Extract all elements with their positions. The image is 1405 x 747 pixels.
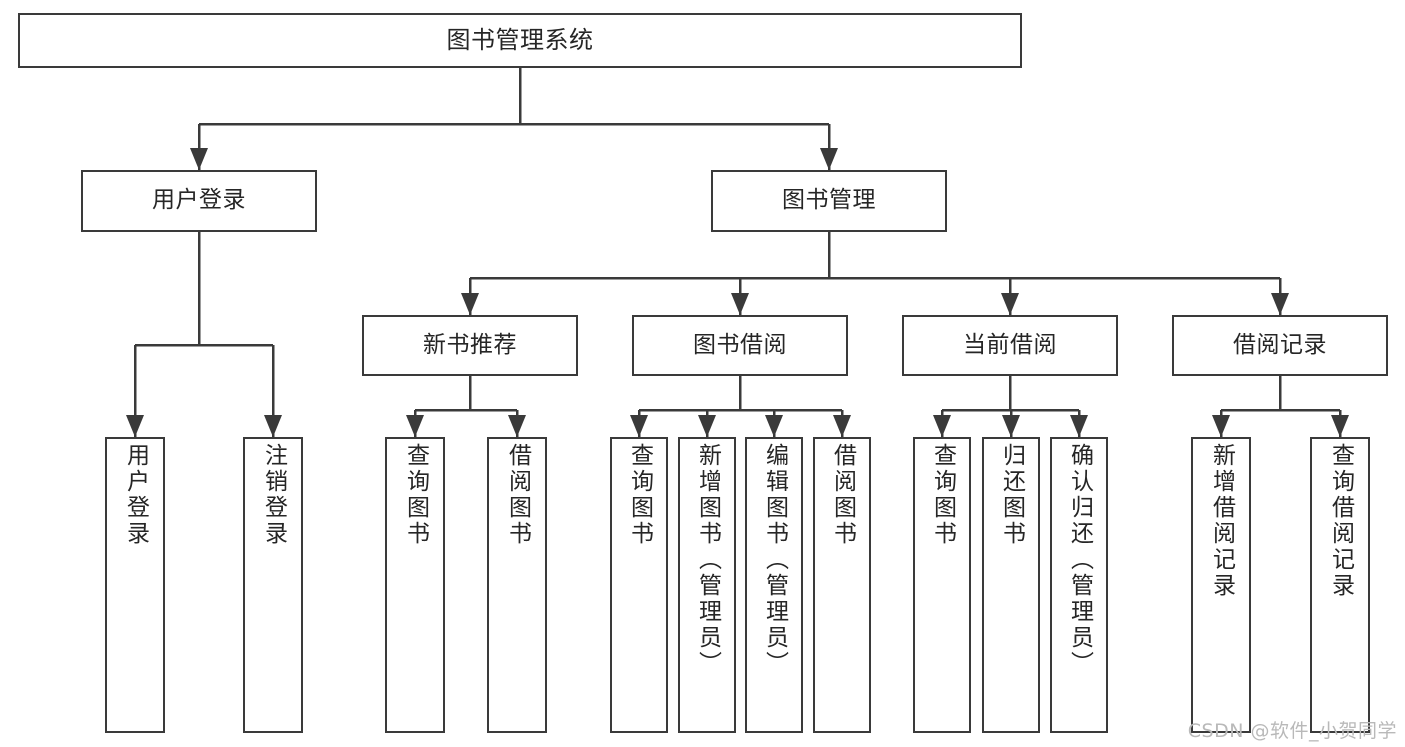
node-borrow[interactable]: 图书借阅 bbox=[632, 315, 848, 376]
node-label: 查询图书 bbox=[402, 443, 429, 547]
node-label: 确认归还（管理员） bbox=[1066, 443, 1093, 677]
node-label: 图书借阅 bbox=[693, 331, 787, 358]
node-login[interactable]: 用户登录 bbox=[81, 170, 317, 232]
node-leaf-newbook-1[interactable]: 查询图书 bbox=[385, 437, 445, 733]
node-label: 注销登录 bbox=[260, 443, 287, 547]
node-records[interactable]: 借阅记录 bbox=[1172, 315, 1388, 376]
node-label: 图书管理系统 bbox=[446, 26, 594, 55]
node-leaf-borrow-4[interactable]: 借阅图书 bbox=[813, 437, 871, 733]
node-leaf-records-1[interactable]: 新增借阅记录 bbox=[1191, 437, 1251, 733]
node-label: 借阅记录 bbox=[1233, 331, 1327, 358]
node-leaf-records-2[interactable]: 查询借阅记录 bbox=[1310, 437, 1370, 733]
node-label: 用户登录 bbox=[122, 443, 149, 547]
node-label: 借阅图书 bbox=[829, 443, 856, 547]
node-label: 查询图书 bbox=[929, 443, 956, 547]
node-current[interactable]: 当前借阅 bbox=[902, 315, 1118, 376]
node-leaf-borrow-1[interactable]: 查询图书 bbox=[610, 437, 668, 733]
node-leaf-login-1[interactable]: 用户登录 bbox=[105, 437, 165, 733]
node-label: 新书推荐 bbox=[423, 331, 517, 358]
node-leaf-borrow-3[interactable]: 编辑图书（管理员） bbox=[745, 437, 803, 733]
node-label: 新增图书（管理员） bbox=[694, 443, 721, 677]
node-label: 用户登录 bbox=[152, 187, 246, 214]
node-root[interactable]: 图书管理系统 bbox=[18, 13, 1022, 68]
node-label: 当前借阅 bbox=[963, 331, 1057, 358]
node-label: 归还图书 bbox=[998, 443, 1025, 547]
node-leaf-current-3[interactable]: 确认归还（管理员） bbox=[1050, 437, 1108, 733]
node-label: 编辑图书（管理员） bbox=[761, 443, 788, 677]
node-label: 图书管理 bbox=[782, 187, 876, 214]
node-newbook[interactable]: 新书推荐 bbox=[362, 315, 578, 376]
node-leaf-current-1[interactable]: 查询图书 bbox=[913, 437, 971, 733]
node-label: 查询图书 bbox=[626, 443, 653, 547]
watermark-text: CSDN @软件_小贺同学 bbox=[1187, 720, 1397, 742]
node-label: 借阅图书 bbox=[504, 443, 531, 547]
node-label: 查询借阅记录 bbox=[1327, 443, 1354, 599]
node-bookmgmt[interactable]: 图书管理 bbox=[711, 170, 947, 232]
node-leaf-current-2[interactable]: 归还图书 bbox=[982, 437, 1040, 733]
node-leaf-login-2[interactable]: 注销登录 bbox=[243, 437, 303, 733]
node-label: 新增借阅记录 bbox=[1208, 443, 1235, 599]
node-leaf-borrow-2[interactable]: 新增图书（管理员） bbox=[678, 437, 736, 733]
node-leaf-newbook-2[interactable]: 借阅图书 bbox=[487, 437, 547, 733]
